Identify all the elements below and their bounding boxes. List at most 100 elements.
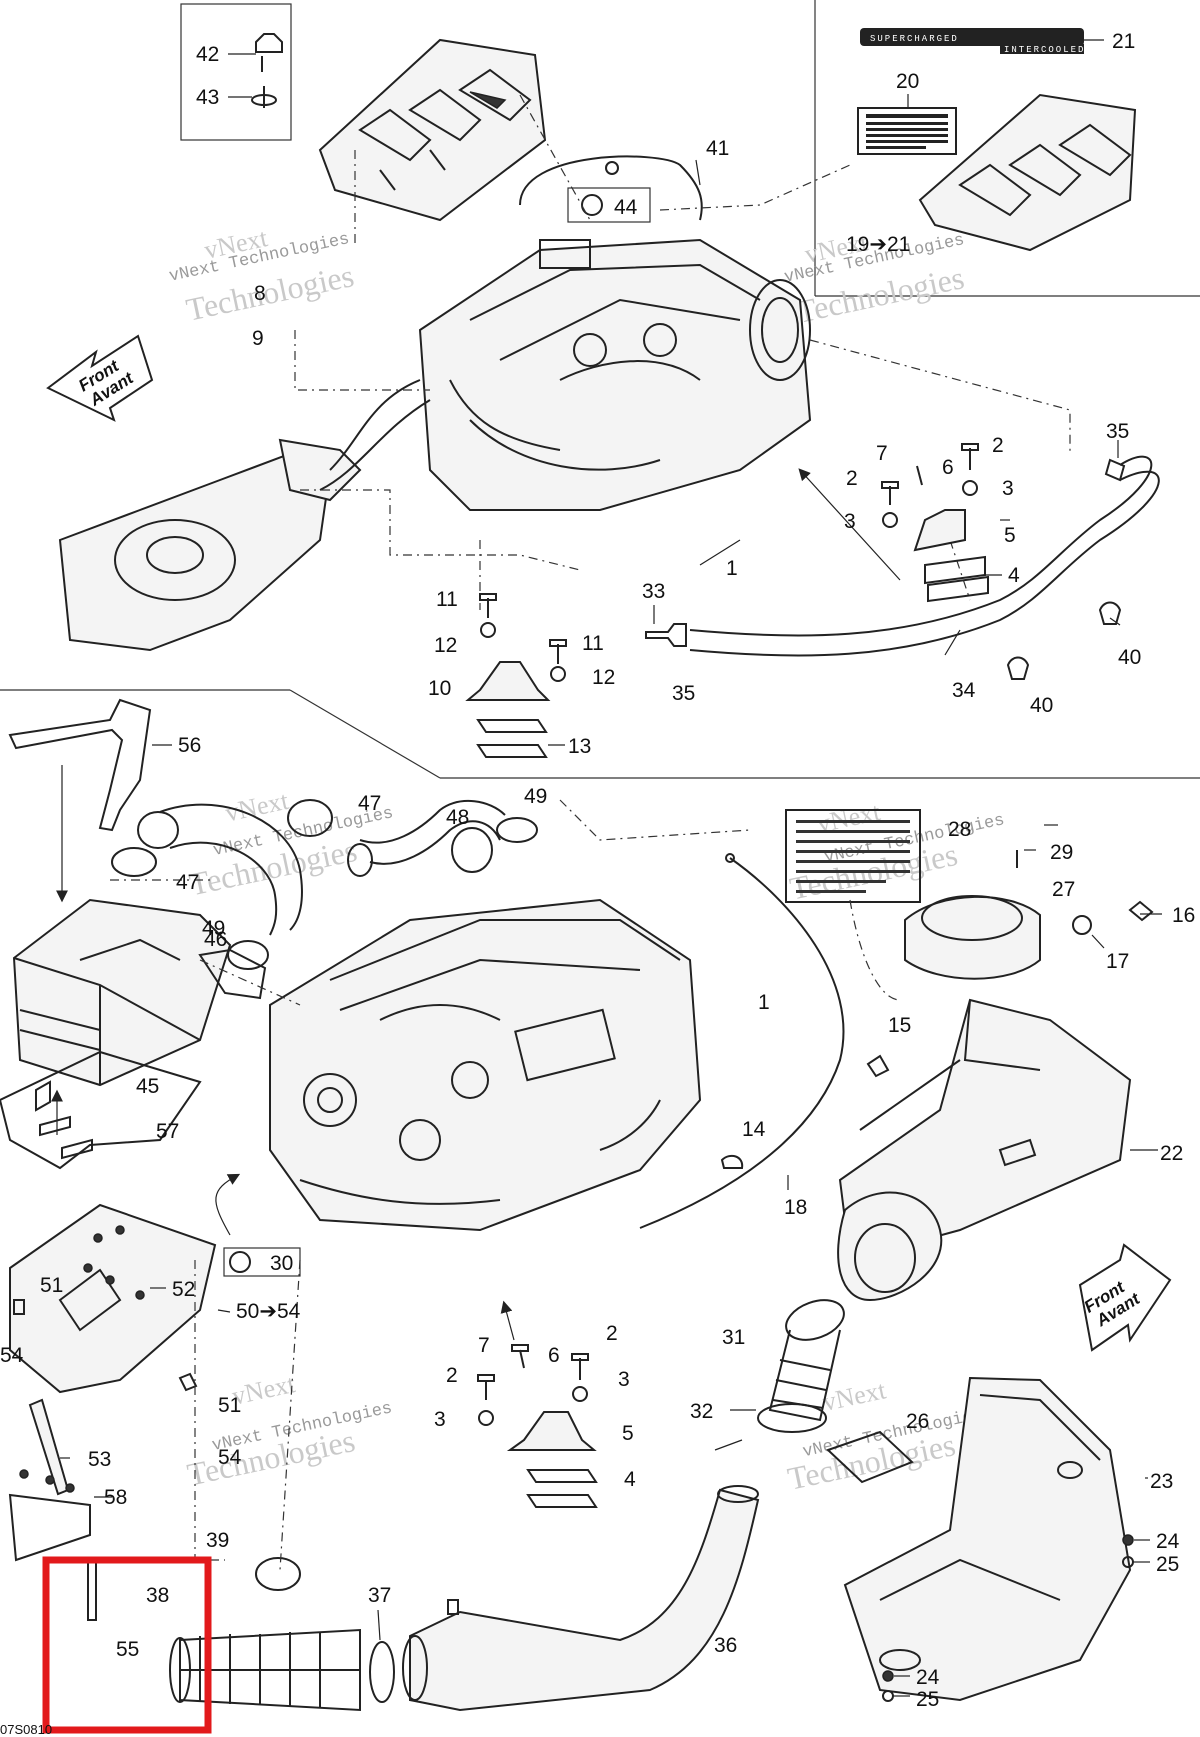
engine-cover-right-icon [918,93,1137,252]
callout-27: 27 [1052,878,1075,901]
callout-58: 58 [104,1486,127,1509]
clamp-40-icon [1006,656,1030,680]
callout-1b: 1 [758,991,770,1014]
callout-54a: 54 [0,1344,24,1367]
callout-57: 57 [156,1120,179,1143]
callout-12b: 12 [592,666,615,689]
hose-41-icon [519,155,703,221]
grommet-43-icon [251,86,277,108]
engine-mount-right-icon [798,443,989,603]
callout-19-21: 19➔21 [846,233,910,256]
callouts: 42 43 41 44 21 20 19➔21 8 9 35 7 2 6 2 3… [0,30,1195,1711]
callout-44: 44 [614,196,638,219]
callout-12a: 12 [434,634,457,657]
callout-29: 29 [1050,841,1073,864]
panel-57-icon [0,1050,202,1170]
decal-main-text: SUPERCHARGED [870,34,959,44]
clip-16-icon [1128,900,1154,922]
bracket-56-icon [8,698,152,832]
callout-23: 23 [1150,1470,1173,1493]
callout-13: 13 [568,735,591,758]
callout-24a: 24 [1156,1530,1180,1553]
callout-16: 16 [1172,904,1195,927]
clamp-37-icon [369,1641,395,1703]
clip-15-icon [866,1054,890,1078]
engine-bottom-icon [269,898,702,1232]
callout-4b: 4 [624,1468,636,1491]
callout-37: 37 [368,1584,391,1607]
air-intake-22-icon [837,895,1132,1302]
callout-20: 20 [896,70,919,93]
callout-1a: 1 [726,557,738,580]
supercharged-decal-icon: SUPERCHARGED INTERCOOLED [860,28,1085,55]
engine-cover-icon [318,38,547,222]
callout-leaders [60,39,1162,1697]
callout-51a: 51 [40,1274,63,1297]
callout-54b: 54 [218,1446,242,1469]
callout-40b: 40 [1030,694,1053,717]
callout-17: 17 [1106,950,1129,973]
clip-icon [605,161,619,175]
callout-35a: 35 [1106,420,1129,443]
callout-28: 28 [948,818,971,841]
nut-24-icon [1122,1534,1134,1546]
callout-33: 33 [642,580,665,603]
bracket-55-icon [8,1469,97,1621]
hose-34-icon [689,455,1153,637]
callout-3c: 3 [618,1368,630,1391]
fastener-detail-box [180,3,292,141]
callout-9: 9 [252,327,264,350]
callout-46: 46 [204,928,227,951]
callout-35b: 35 [672,682,695,705]
callout-3a: 3 [1002,477,1014,500]
callout-3b: 3 [844,510,856,533]
callout-4a: 4 [1008,564,1020,587]
callout-22: 22 [1160,1142,1183,1165]
callout-5b: 5 [622,1422,634,1445]
callout-41: 41 [706,137,729,160]
decal-28-icon [785,809,921,903]
callout-7a: 7 [876,442,888,465]
callout-47a: 47 [358,792,381,815]
nut-24-icon [882,1670,894,1682]
clamp-30-icon [229,1251,251,1273]
callout-6a: 6 [942,456,954,479]
fitting-33-icon [645,623,687,647]
callout-25b: 25 [916,1688,939,1711]
engine-mount-bottom-icon [477,1300,598,1508]
callout-51b: 51 [218,1394,241,1417]
drawing-code: 07S0810 [0,1722,52,1737]
engine-icon [418,238,812,511]
callout-52: 52 [172,1278,195,1301]
watermark-vnext: vNext [223,786,292,828]
callout-26: 26 [906,1410,929,1433]
callout-3d: 3 [434,1408,446,1431]
cable-18-icon [639,857,845,1229]
decal-sub-text: INTERCOOLED [1004,45,1085,55]
air-intake-silencer-icon [58,379,431,652]
highlight-box [42,1556,212,1734]
airbox-23-icon [843,1376,1132,1702]
callout-18: 18 [784,1196,807,1219]
callout-39: 39 [206,1529,229,1552]
section-frames [0,0,1200,779]
clip-14-icon [720,1154,744,1169]
callout-45: 45 [136,1075,159,1098]
clamp-40-icon [1098,601,1122,625]
callout-14: 14 [742,1118,766,1141]
callout-21: 21 [1112,30,1135,53]
callout-53: 53 [88,1448,111,1471]
watermark-vnext: vNext [820,1375,889,1417]
callout-49b: 49 [202,917,225,940]
callout-34: 34 [952,679,976,702]
intercooler-icon [12,898,267,1087]
screw-25-icon [1122,1556,1134,1568]
callout-15: 15 [888,1014,911,1037]
warning-decal-icon [857,107,957,155]
callout-32: 32 [690,1400,713,1423]
fastener-42-icon [255,33,283,72]
callout-8: 8 [254,282,266,305]
skid-plate-icon [9,1203,217,1394]
callout-40a: 40 [1118,646,1141,669]
callout-38: 38 [146,1584,169,1607]
